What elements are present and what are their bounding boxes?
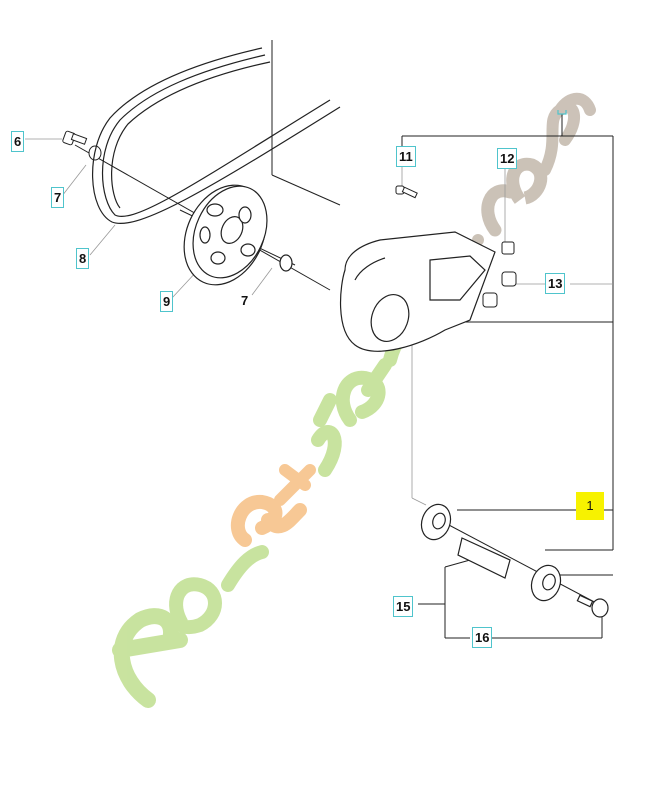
callout-12[interactable]: 12 bbox=[497, 148, 518, 169]
callout-6[interactable]: 6 bbox=[11, 131, 25, 152]
bearing-shaft-parts bbox=[420, 503, 609, 618]
nut-12-part bbox=[482, 241, 517, 308]
callout-11[interactable]: 11 bbox=[396, 146, 416, 167]
pulley-9-part bbox=[183, 184, 293, 286]
callout-8[interactable]: 8 bbox=[76, 248, 90, 269]
belt-cover-part bbox=[340, 231, 496, 352]
screw-11-part bbox=[395, 185, 418, 199]
callout-1-highlighted[interactable]: 1 bbox=[576, 492, 604, 520]
callout-16[interactable]: 16 bbox=[472, 627, 493, 648]
callout-7-washer[interactable]: 7 bbox=[51, 187, 65, 208]
callout-13[interactable]: 13 bbox=[545, 273, 566, 294]
callout-15[interactable]: 15 bbox=[393, 596, 414, 617]
leader-lines bbox=[401, 114, 614, 639]
callout-9[interactable]: 9 bbox=[160, 291, 174, 312]
callout-7-washer-2[interactable]: 7 bbox=[241, 293, 249, 308]
v-belt-part bbox=[92, 47, 341, 224]
watermark-logo bbox=[112, 92, 596, 708]
bolt-6-part bbox=[62, 130, 102, 161]
